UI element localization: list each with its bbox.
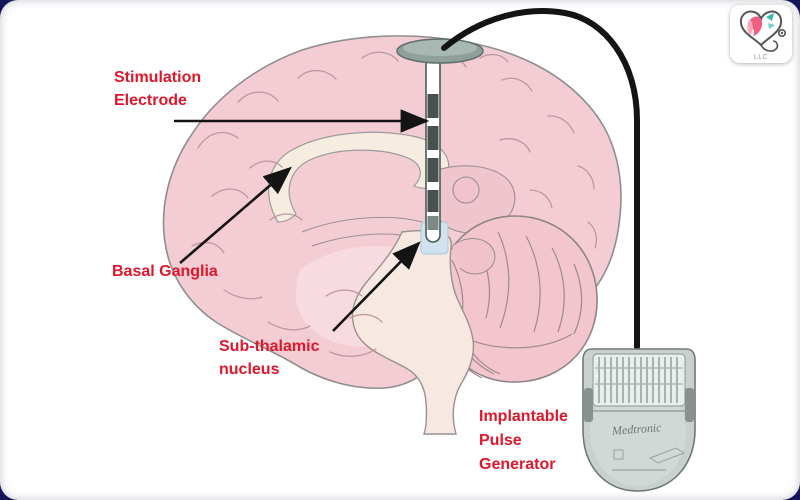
label-stimulation-electrode: Stimulation Electrode bbox=[114, 66, 201, 112]
label-line: Implantable bbox=[479, 408, 568, 425]
fornix-line-1 bbox=[301, 216, 423, 233]
ipg-connector-pins bbox=[595, 357, 683, 403]
electrode-contacts bbox=[427, 94, 439, 230]
ipg-side-clamp-left bbox=[584, 388, 593, 422]
logo-caption: LLC bbox=[753, 54, 769, 61]
brain-illustration bbox=[162, 35, 622, 435]
ipg-engraving-symbol bbox=[613, 449, 624, 460]
label-implantable-pulse-generator: Implantable Pulse Generator bbox=[479, 405, 568, 477]
clinic-logo: LLC bbox=[730, 5, 792, 63]
label-line: Sub-thalamic bbox=[219, 338, 320, 355]
arrow-subthalamic-nucleus bbox=[332, 241, 421, 332]
extension-cable bbox=[441, 8, 640, 350]
pulse-generator-device: Medtronic bbox=[582, 348, 696, 492]
thalamic-nucleus-circle bbox=[452, 176, 480, 204]
stethoscope-heart-icon bbox=[739, 10, 786, 52]
label-line: Electrode bbox=[114, 92, 187, 109]
label-line: Pulse bbox=[479, 432, 522, 449]
midbrain-hook bbox=[451, 237, 496, 275]
burr-hole-cap-top bbox=[403, 40, 477, 56]
label-line: Stimulation bbox=[114, 69, 202, 86]
label-line: Generator bbox=[479, 456, 556, 473]
annotation-arrows bbox=[174, 109, 430, 332]
ipg-engraving-sketch bbox=[648, 447, 686, 464]
device-brand-text: Medtronic bbox=[611, 420, 663, 438]
arrow-basal-ganglia bbox=[179, 166, 292, 264]
gyri-lines bbox=[191, 51, 597, 357]
ipg-side-clamp-right bbox=[685, 388, 694, 422]
ipg-connector-block bbox=[592, 353, 686, 407]
electrode-lead bbox=[396, 38, 484, 255]
label-subthalamic-nucleus: Sub-thalamic nucleus bbox=[219, 335, 319, 381]
label-line: nucleus bbox=[219, 361, 280, 378]
label-line: Basal Ganglia bbox=[112, 263, 218, 280]
label-basal-ganglia: Basal Ganglia bbox=[112, 260, 218, 283]
